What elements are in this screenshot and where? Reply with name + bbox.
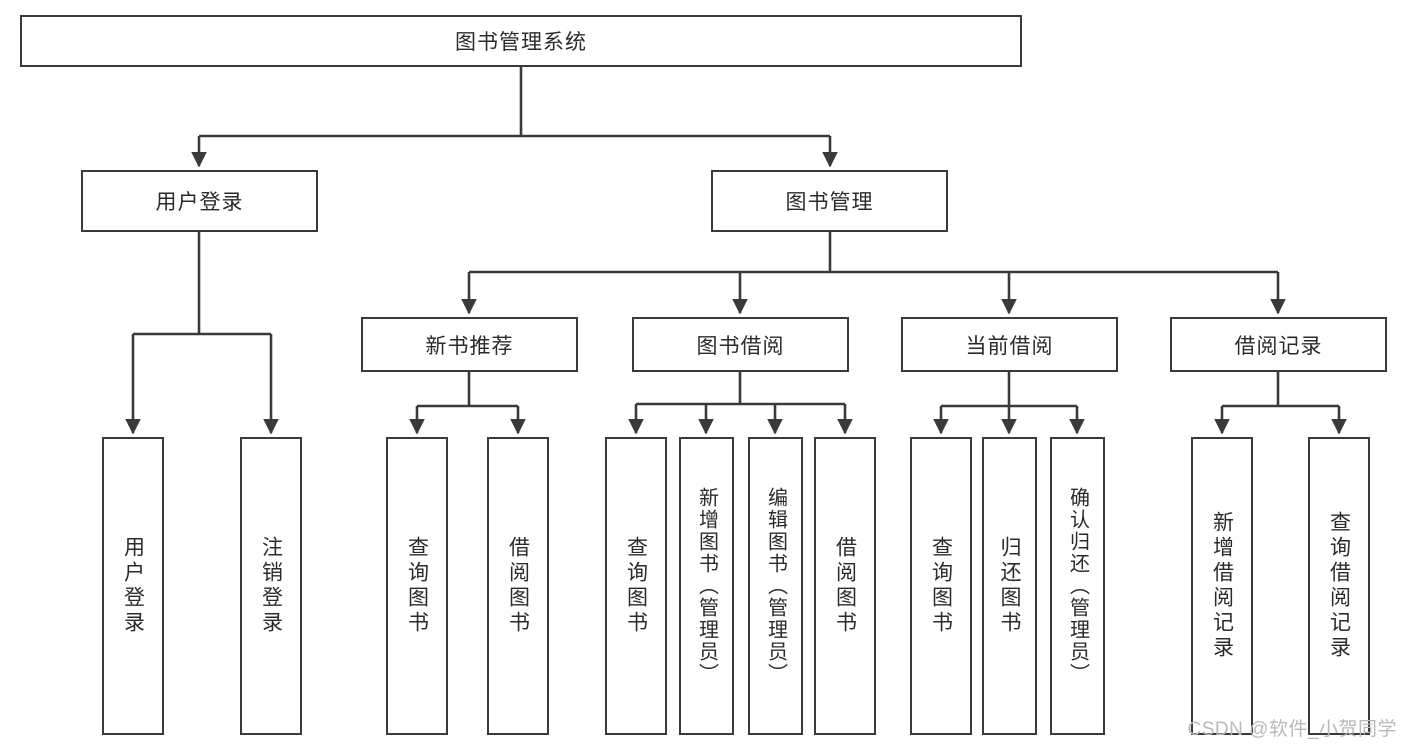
node-leaf-borrow-book-2[interactable]: 借阅图书 [814,437,876,735]
node-book-borrow[interactable]: 图书借阅 [632,317,849,372]
node-leaf-query-record-label: 查询借阅记录 [1327,511,1351,661]
node-leaf-logout[interactable]: 注销登录 [240,437,302,735]
node-current-borrow-label: 当前借阅 [965,334,1054,358]
node-leaf-query-book-3[interactable]: 查询图书 [910,437,972,735]
node-leaf-add-record[interactable]: 新增借阅记录 [1191,437,1253,735]
node-leaf-add-book-label: 新增图书（管理员） [695,487,718,685]
node-leaf-query-book-1-label: 查询图书 [405,536,429,636]
node-user-login-label: 用户登录 [155,191,244,214]
node-user-login[interactable]: 用户登录 [81,170,318,232]
node-leaf-return-book[interactable]: 归还图书 [982,437,1037,735]
node-leaf-borrow-book-2-label: 借阅图书 [833,536,857,636]
node-leaf-query-book-2[interactable]: 查询图书 [605,437,667,735]
node-leaf-edit-book[interactable]: 编辑图书（管理员） [748,437,803,735]
node-new-book-rec[interactable]: 新书推荐 [361,317,578,372]
node-leaf-query-book-2-label: 查询图书 [624,536,648,636]
node-leaf-confirm-return[interactable]: 确认归还（管理员） [1050,437,1105,735]
node-current-borrow[interactable]: 当前借阅 [901,317,1118,372]
node-root[interactable]: 图书管理系统 [20,15,1022,67]
node-leaf-user-login-label: 用户登录 [121,536,145,636]
watermark: CSDN @软件_小贺同学 [1187,719,1397,740]
node-book-manage-label: 图书管理 [785,191,874,214]
node-leaf-query-book-1[interactable]: 查询图书 [386,437,448,735]
node-leaf-borrow-book-1[interactable]: 借阅图书 [487,437,549,735]
node-new-book-rec-label: 新书推荐 [425,334,514,358]
node-leaf-query-record[interactable]: 查询借阅记录 [1308,437,1370,735]
node-borrow-record-label: 借阅记录 [1234,334,1323,358]
node-root-label: 图书管理系统 [455,31,587,54]
node-book-manage[interactable]: 图书管理 [711,170,948,232]
node-leaf-confirm-return-label: 确认归还（管理员） [1066,487,1089,685]
node-leaf-query-book-3-label: 查询图书 [929,536,953,636]
node-book-borrow-label: 图书借阅 [696,334,785,358]
node-leaf-logout-label: 注销登录 [259,536,283,636]
node-leaf-add-book[interactable]: 新增图书（管理员） [679,437,734,735]
node-leaf-return-book-label: 归还图书 [998,536,1021,636]
node-leaf-user-login[interactable]: 用户登录 [102,437,164,735]
node-leaf-edit-book-label: 编辑图书（管理员） [764,487,787,685]
node-leaf-add-record-label: 新增借阅记录 [1210,511,1234,661]
node-leaf-borrow-book-1-label: 借阅图书 [506,536,530,636]
node-borrow-record[interactable]: 借阅记录 [1170,317,1387,372]
